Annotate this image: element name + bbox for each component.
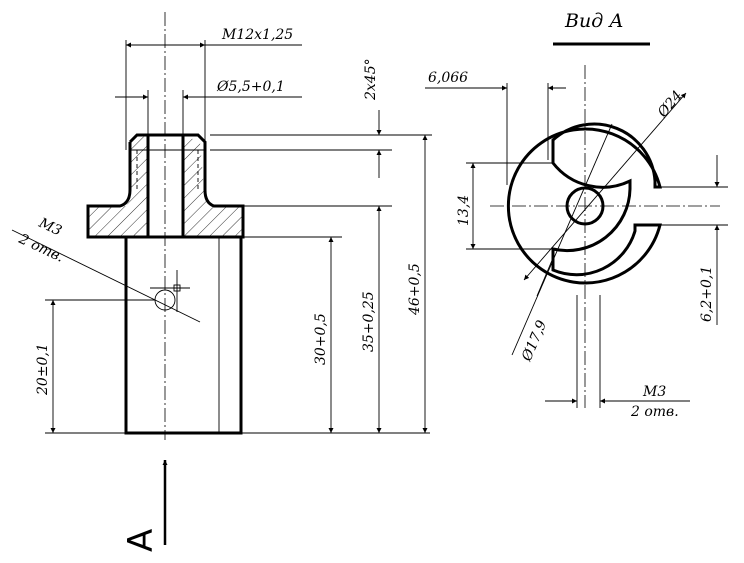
label-side-m3: М3 <box>35 215 64 240</box>
dim-thread: М12х1,25 <box>125 27 302 150</box>
dim-chamfer: 2х45° <box>210 58 392 178</box>
front-view: М12х1,25 Ø5,5+0,1 2х45° М3 2 отв. <box>11 12 432 552</box>
dim-62: 6,2+0,1 <box>660 155 728 325</box>
label-thread: М12х1,25 <box>221 27 293 43</box>
label-end-count: 2 отв. <box>630 404 679 420</box>
label-end-m3: М3 <box>642 384 666 400</box>
view-a: Вид А Ø24 Ø17,9 6,066 13,4 <box>425 10 728 420</box>
label-dia-179: Ø17,9 <box>519 318 551 365</box>
label-len-35: 35+0,25 <box>361 291 377 352</box>
part-outline <box>86 133 245 435</box>
view-arrow-letter: А <box>121 529 161 552</box>
label-62: 6,2+0,1 <box>699 266 715 322</box>
label-len-46: 46+0,5 <box>407 263 423 316</box>
dim-134: 13,4 <box>456 162 553 250</box>
dim-end-hole: М3 2 отв. <box>545 295 690 420</box>
label-len-30: 30+0,5 <box>313 313 329 365</box>
dim-6066: 6,066 <box>425 70 566 185</box>
label-hole-height: 20±0,1 <box>35 343 51 396</box>
label-dia-24: Ø24 <box>654 88 686 121</box>
label-chamfer: 2х45° <box>363 58 379 101</box>
label-134: 13,4 <box>456 195 472 226</box>
height-dimensions: 20±0,1 30+0,5 35+0,25 46+0,5 <box>35 134 432 434</box>
side-hole <box>150 270 190 312</box>
view-arrow: А <box>121 460 168 552</box>
dim-bore: Ø5,5+0,1 <box>115 79 302 135</box>
label-6066: 6,066 <box>428 70 468 86</box>
view-a-outer-contour <box>506 122 662 285</box>
view-title: Вид А <box>564 10 624 32</box>
label-bore: Ø5,5+0,1 <box>216 79 285 95</box>
